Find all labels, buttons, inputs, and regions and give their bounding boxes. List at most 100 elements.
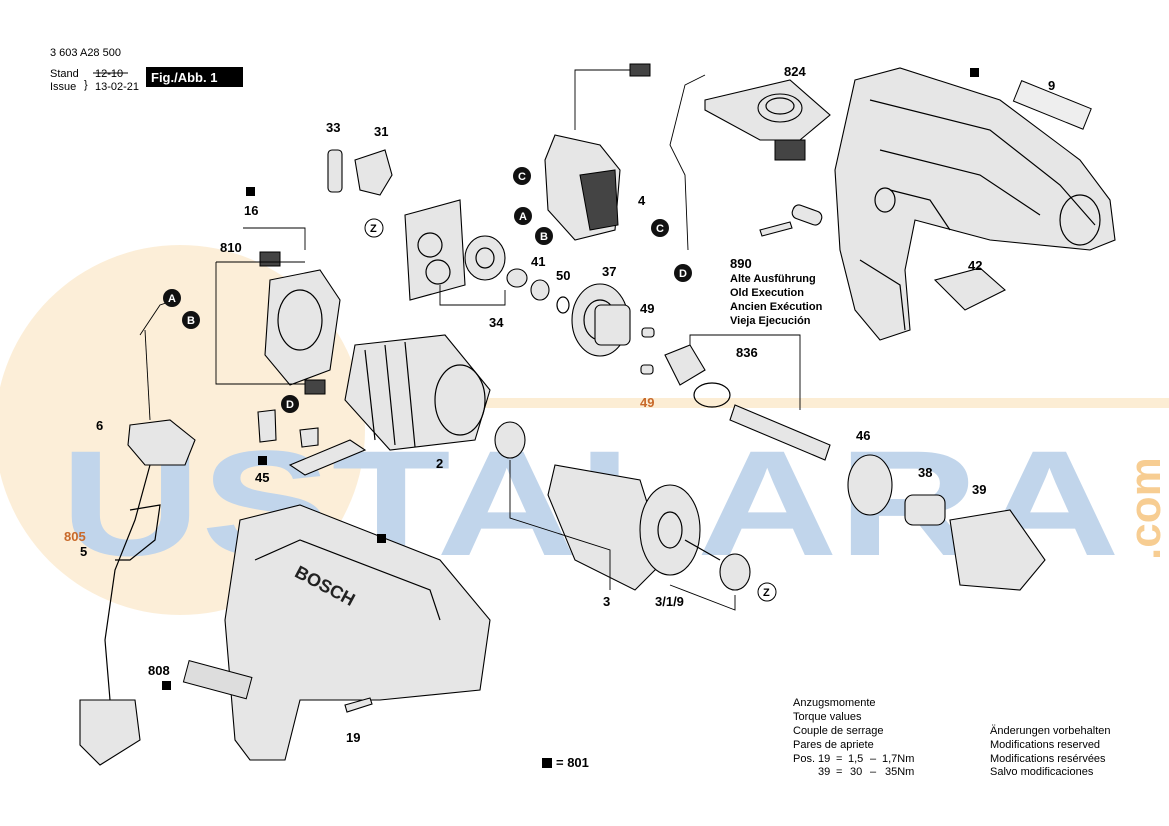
svg-text:1,7Nm: 1,7Nm: [882, 753, 914, 765]
square-markers: [162, 68, 979, 768]
svg-text:Modifications resérvées: Modifications resérvées: [990, 753, 1106, 765]
stator-2: [344, 334, 491, 451]
speed-control-824: [704, 79, 831, 161]
svg-text:9: 9: [1048, 78, 1055, 93]
pin-49a: [641, 327, 655, 338]
part-31: [354, 149, 393, 196]
svg-text:30: 30: [850, 766, 862, 778]
svg-text:Torque values: Torque values: [793, 711, 862, 723]
svg-text:5: 5: [80, 544, 87, 559]
changes-note: Änderungen vorbehalten Modifications res…: [990, 725, 1110, 778]
svg-text:Couple de serrage: Couple de serrage: [793, 725, 884, 737]
svg-text:Vieja Ejecución: Vieja Ejecución: [730, 315, 811, 327]
svg-text:Salvo modificaciones: Salvo modificaciones: [990, 766, 1094, 778]
svg-text:Pares de apriete: Pares de apriete: [793, 739, 874, 751]
svg-text:34: 34: [489, 315, 504, 330]
header: 3 603 A28 500 Stand Issue } 12-10 13-02-…: [50, 47, 243, 93]
svg-text:3: 3: [603, 594, 610, 609]
svg-text:836: 836: [736, 345, 758, 360]
svg-text:39: 39: [972, 482, 986, 497]
svg-text:45: 45: [255, 470, 269, 485]
connector-a-1: [514, 207, 532, 225]
svg-text:38: 38: [918, 465, 932, 480]
stand-label: Stand: [50, 68, 79, 80]
svg-text:19: 19: [818, 753, 830, 765]
connector-d-2: [281, 395, 299, 413]
watermark-suffix: .com: [1121, 457, 1169, 560]
svg-text:Ancien Exécution: Ancien Exécution: [730, 301, 823, 313]
connector-a-2: [163, 289, 181, 307]
doc-number: 3 603 A28 500: [50, 47, 121, 59]
svg-text:19: 19: [346, 730, 360, 745]
housing-half: [834, 67, 1116, 341]
armature-3: [509, 460, 736, 611]
fig-badge: [146, 67, 243, 87]
svg-text:C: C: [656, 223, 664, 235]
svg-text:41: 41: [531, 254, 545, 269]
torque-values: Anzugsmomente Torque values Couple de se…: [793, 697, 914, 778]
svg-text:Modifications reserved: Modifications reserved: [990, 739, 1100, 751]
svg-text:1,5: 1,5: [848, 753, 863, 765]
drill-handle: BOSCH: [182, 504, 491, 761]
svg-text:=: =: [836, 766, 842, 778]
svg-text:890: 890: [730, 256, 752, 271]
svg-text:35Nm: 35Nm: [885, 766, 914, 778]
clip-42: [933, 267, 1006, 311]
connector-d-part: [257, 409, 277, 443]
svg-text:–: –: [870, 766, 877, 778]
issue-label: Issue: [50, 81, 76, 93]
bearing-plate-34: [404, 199, 528, 306]
svg-text:2: 2: [436, 456, 443, 471]
svg-text:B: B: [540, 231, 548, 243]
svg-text:Alte Ausführung: Alte Ausführung: [730, 273, 816, 285]
old-date: 12-10: [95, 68, 123, 80]
bearing-right: [719, 553, 751, 591]
svg-text:824: 824: [784, 64, 806, 79]
svg-text:16: 16: [244, 203, 258, 218]
svg-text:Änderungen vorbehalten: Änderungen vorbehalten: [990, 725, 1110, 737]
chuck-39: [949, 509, 1046, 591]
svg-text:6: 6: [96, 418, 103, 433]
svg-text:Z: Z: [370, 223, 377, 235]
connector-z-2: [757, 582, 777, 602]
power-cable: [79, 299, 196, 766]
connector-d-1: [674, 264, 692, 282]
connector-z-1: [364, 218, 384, 238]
switch-4: [544, 63, 651, 241]
connector-c-2: [651, 219, 669, 237]
part-45: [288, 439, 367, 476]
svg-text:D: D: [286, 399, 294, 411]
part-38: [904, 494, 946, 526]
svg-text:Z: Z: [763, 587, 770, 599]
part-33: [327, 149, 343, 193]
svg-text:–: –: [870, 753, 877, 765]
label-808: [182, 660, 253, 700]
svg-text:46: 46: [856, 428, 870, 443]
svg-text:50: 50: [556, 268, 570, 283]
fig-label: Fig./Abb. 1: [151, 70, 217, 85]
svg-text:49: 49: [640, 301, 654, 316]
svg-text:49: 49: [640, 395, 654, 410]
brace: }: [84, 79, 88, 91]
legend-801: = 801: [556, 755, 589, 770]
svg-text:42: 42: [968, 258, 982, 273]
svg-text:810: 810: [220, 240, 242, 255]
svg-text:Pos.: Pos.: [793, 753, 815, 765]
part-labels: 824 9 33 31 16 810 4 890 42 41 50 37 34 …: [64, 64, 1055, 745]
gear-37: [571, 283, 631, 357]
svg-text:A: A: [519, 211, 527, 223]
new-date: 13-02-21: [95, 81, 139, 93]
svg-text:805: 805: [64, 529, 86, 544]
svg-text:D: D: [679, 268, 687, 280]
connectors: C A B C D A B D Z Z: [163, 167, 777, 602]
svg-text:33: 33: [326, 120, 340, 135]
svg-text:Old Execution: Old Execution: [730, 287, 804, 299]
svg-text:B: B: [187, 315, 195, 327]
svg-text:39: 39: [818, 766, 830, 778]
screw-890: [759, 204, 823, 237]
spindle-836: [664, 334, 831, 461]
svg-text:C: C: [518, 171, 526, 183]
connector-b-1: [535, 227, 553, 245]
svg-text:Anzugsmomente: Anzugsmomente: [793, 697, 876, 709]
